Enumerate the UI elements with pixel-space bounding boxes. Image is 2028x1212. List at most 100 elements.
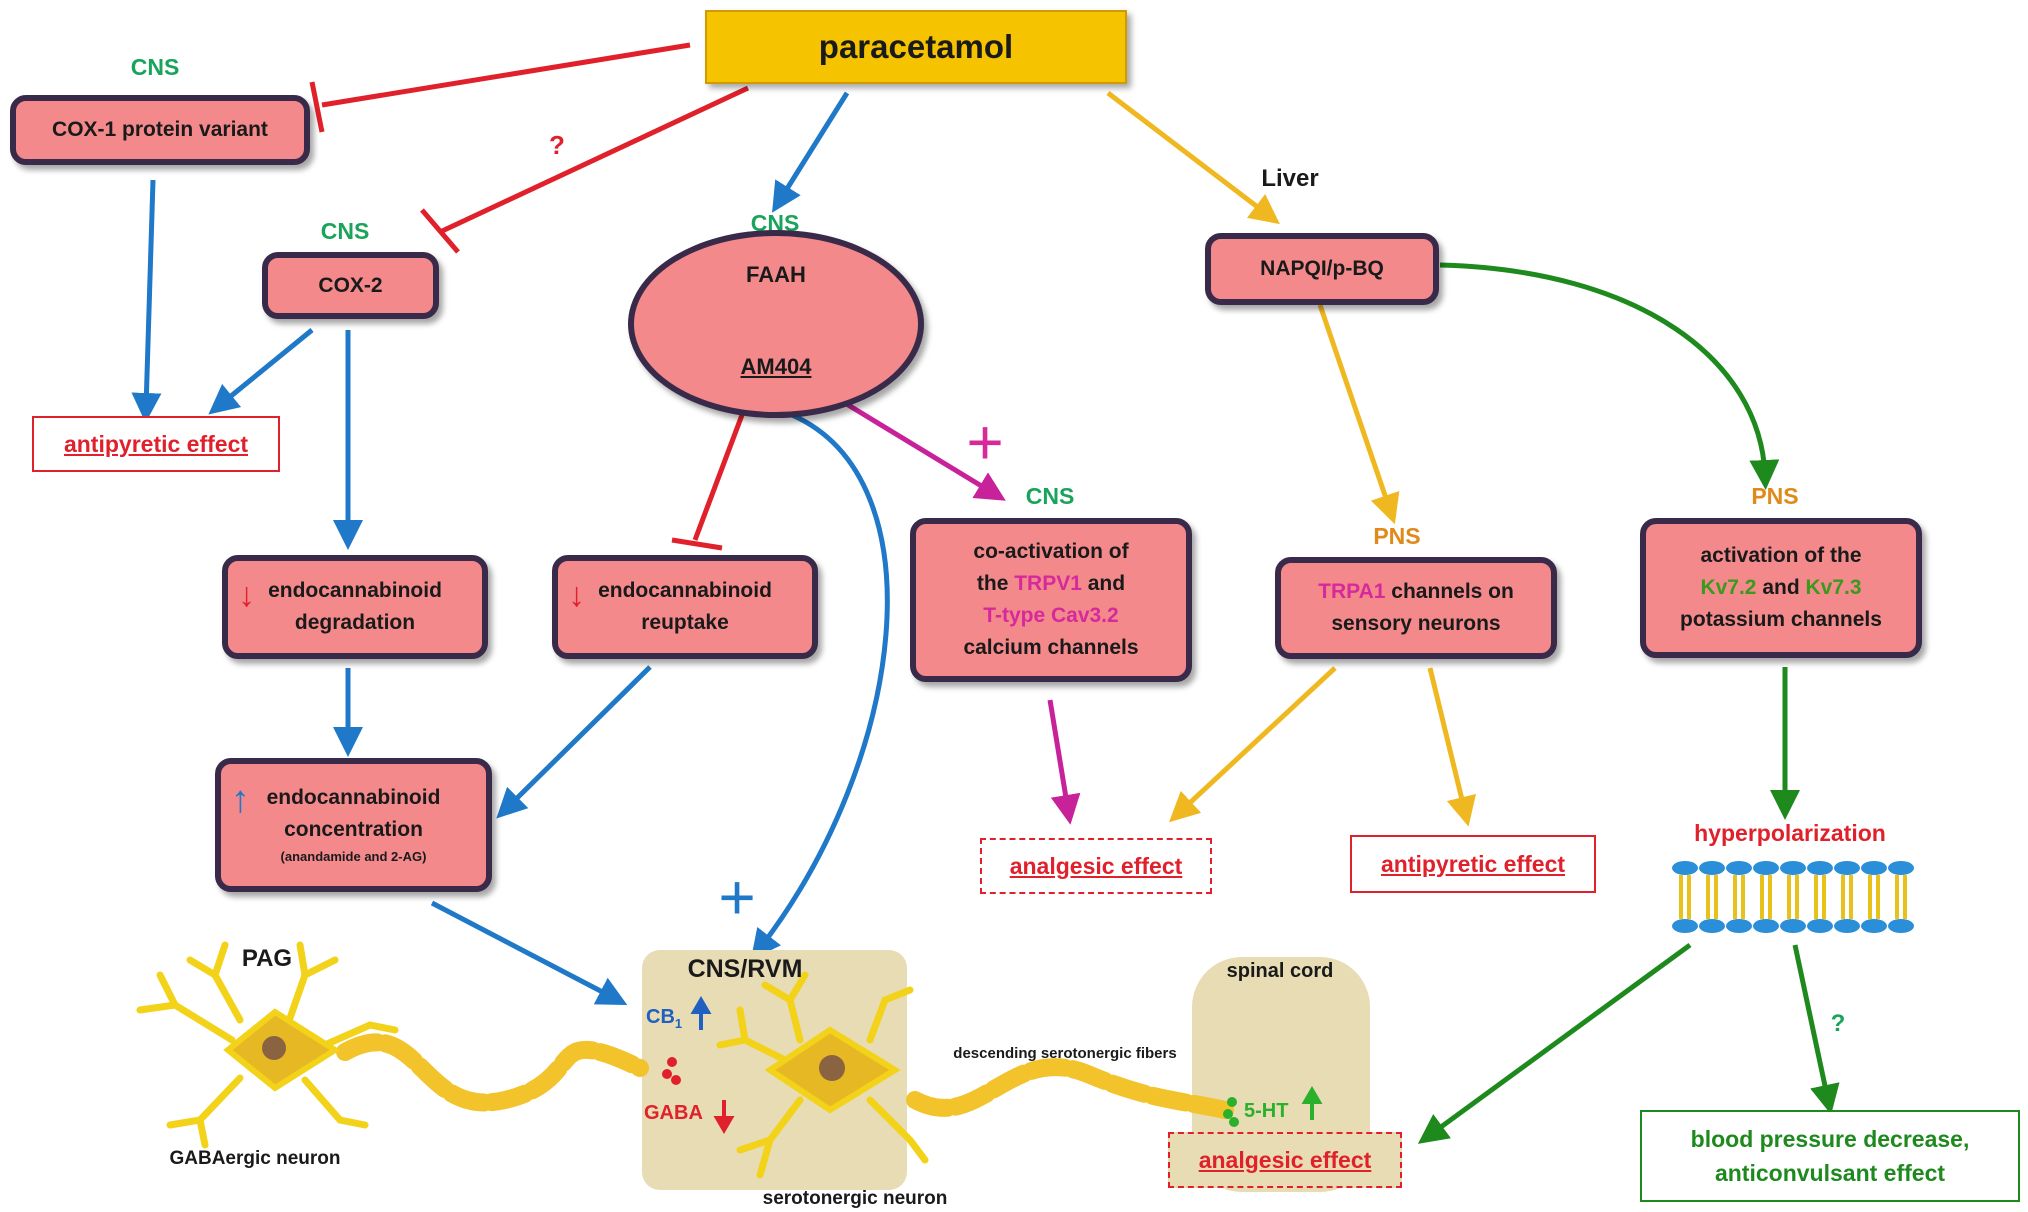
ecb-concentration-box: ↑ endocannabinoid concentration (anandam…	[215, 758, 492, 892]
antipyretic-effect-left: antipyretic effect	[32, 416, 280, 472]
kv-line1: activation of the	[1700, 544, 1862, 567]
arrow-cox2-antipyretic	[208, 328, 314, 415]
am404-label: AM404	[740, 354, 812, 379]
antipyretic-effect-right: antipyretic effect	[1350, 835, 1596, 893]
cb1-label: CB1	[646, 1006, 682, 1031]
lipid-head	[1834, 919, 1860, 933]
arrow-trpa-antipyretic	[1427, 667, 1477, 827]
arrow-paracetamol-napqi	[1106, 91, 1280, 225]
arrow-concentration-rvm	[430, 900, 628, 1005]
faah-ellipse	[628, 230, 924, 418]
question-mark-hyper: ?	[1830, 1010, 1846, 1037]
spinal-cord-label: spinal cord	[1226, 960, 1334, 982]
kv-box: activation of the Kv7.2 and Kv7.3 potass…	[1640, 518, 1922, 658]
lipid-head	[1807, 919, 1833, 933]
cns-label-trpv: CNS	[1025, 483, 1075, 509]
lipid-head	[1753, 861, 1779, 875]
lipid-head	[1888, 919, 1914, 933]
napqi-box: NAPQI/p-BQ	[1205, 233, 1439, 305]
trpv-line1: co-activation of	[973, 540, 1129, 563]
cox2-label: COX-2	[318, 273, 383, 297]
ecb-reuptake-box: ↓ endocannabinoid reuptake	[552, 555, 818, 659]
liver-label: Liver	[1261, 165, 1319, 192]
ht-up-arrow	[1301, 1086, 1323, 1120]
gaba-neuron-icon	[136, 941, 399, 1149]
cb1-up-arrow	[690, 996, 712, 1030]
paracetamol-box: paracetamol	[705, 10, 1127, 84]
arrow-reuptake-concentration	[496, 665, 652, 819]
bp-line2: anticonvulsant effect	[1714, 1160, 1946, 1186]
inhibit-reuptake	[671, 414, 745, 551]
analgesic-effect-mid: analgesic effect	[980, 838, 1212, 894]
ecb-degradation-box: ↓ endocannabinoid degradation	[222, 555, 488, 659]
trpv-line3: T-type Cav3.2	[983, 604, 1119, 627]
arrow-trpa-analgesic	[1169, 666, 1337, 823]
up-arrow-icon: ↑	[231, 779, 250, 821]
trpa-box: TRPA1 channels on sensory neurons	[1275, 557, 1557, 659]
pns-label-kv: PNS	[1751, 483, 1799, 509]
ecb-reuptake-line2: reuptake	[641, 611, 729, 634]
bp-effect-box: blood pressure decrease, anticonvulsant …	[1640, 1110, 2020, 1202]
trpv-box: co-activation of the TRPV1 and T-type Ca…	[910, 518, 1192, 682]
napqi-label: NAPQI/p-BQ	[1260, 257, 1384, 280]
lipid-head	[1834, 861, 1860, 875]
arrow-am404-rvm	[750, 412, 890, 960]
arrow-napqi-kv	[1439, 262, 1780, 490]
analgesic-mid-label: analgesic effect	[1009, 852, 1183, 879]
pns-label-trpa: PNS	[1373, 523, 1421, 549]
arrow-napqi-trpa	[1317, 304, 1400, 525]
pag-label: PAG	[241, 945, 293, 972]
ecb-concentration-line3: (anandamide and 2-AG)	[280, 849, 427, 864]
cns-label-cox2: CNS	[320, 218, 370, 244]
cb1-subscript: 1	[674, 1016, 683, 1031]
kv-line2: Kv7.2 and Kv7.3	[1700, 576, 1862, 599]
lipid-head	[1672, 861, 1698, 875]
ecb-concentration-line2: concentration	[284, 818, 423, 841]
axon-gaba	[336, 1033, 649, 1112]
trpa-line1: TRPA1 channels on	[1318, 580, 1514, 603]
cb1-text: CB	[646, 1006, 675, 1028]
lipid-head	[1753, 919, 1779, 933]
arrow-cox1-antipyretic	[131, 179, 162, 423]
lipid-head	[1780, 919, 1806, 933]
ecb-concentration-line1: endocannabinoid	[266, 786, 441, 809]
trpv-line4: calcium channels	[963, 636, 1139, 659]
down-arrow-icon: ↓	[238, 576, 255, 614]
ecb-degradation-line1: endocannabinoid	[268, 579, 442, 602]
serotonergic-neuron-icon	[716, 971, 929, 1179]
lipid-head	[1699, 919, 1725, 933]
lipid-head	[1726, 861, 1752, 875]
inhibit-cox2	[420, 85, 750, 254]
ecb-degradation-line2: degradation	[294, 611, 416, 634]
cox1-label: COX-1 protein variant	[52, 118, 268, 141]
ht-vesicle-icon	[1223, 1097, 1239, 1127]
lipid-head	[1807, 861, 1833, 875]
cns-rvm-label: CNS/RVM	[687, 955, 803, 983]
analgesic-effect-spinal: analgesic effect	[1168, 1132, 1402, 1188]
gaba-vesicle-icon	[662, 1057, 681, 1085]
analgesic-spinal-label: analgesic effect	[1198, 1146, 1372, 1173]
arrow-paracetamol-faah	[772, 91, 850, 213]
inhibit-cox1	[309, 42, 691, 133]
gaba-down-arrow	[713, 1100, 735, 1134]
plus-sign-trpv: +	[966, 406, 1004, 478]
lipid-head	[1861, 861, 1887, 875]
plus-sign-rvm: +	[718, 861, 756, 933]
paracetamol-label: paracetamol	[818, 28, 1014, 65]
question-mark-cox2: ?	[549, 130, 565, 160]
cox1-box: COX-1 protein variant	[10, 95, 310, 165]
gaba-label: GABA	[644, 1102, 703, 1124]
ht-label: 5-HT	[1244, 1100, 1289, 1122]
gaba-neuron-label: GABAergic neuron	[169, 1148, 341, 1169]
axon-serotonergic	[906, 1058, 1234, 1119]
bp-line1: blood pressure decrease,	[1690, 1126, 1970, 1152]
arrow-am404-trpv	[838, 397, 1006, 501]
hyperpolarization-label: hyperpolarization	[1694, 820, 1886, 846]
down-arrow-icon: ↓	[568, 576, 585, 614]
descending-fibers-label: descending serotonergic fibers	[953, 1045, 1177, 1062]
faah-label: FAAH	[746, 262, 806, 287]
cns-label-cox1: CNS	[130, 54, 180, 80]
lipid-head	[1726, 919, 1752, 933]
antipyretic-left-label: antipyretic effect	[63, 430, 249, 457]
arrow-hyper-bp	[1792, 944, 1840, 1115]
